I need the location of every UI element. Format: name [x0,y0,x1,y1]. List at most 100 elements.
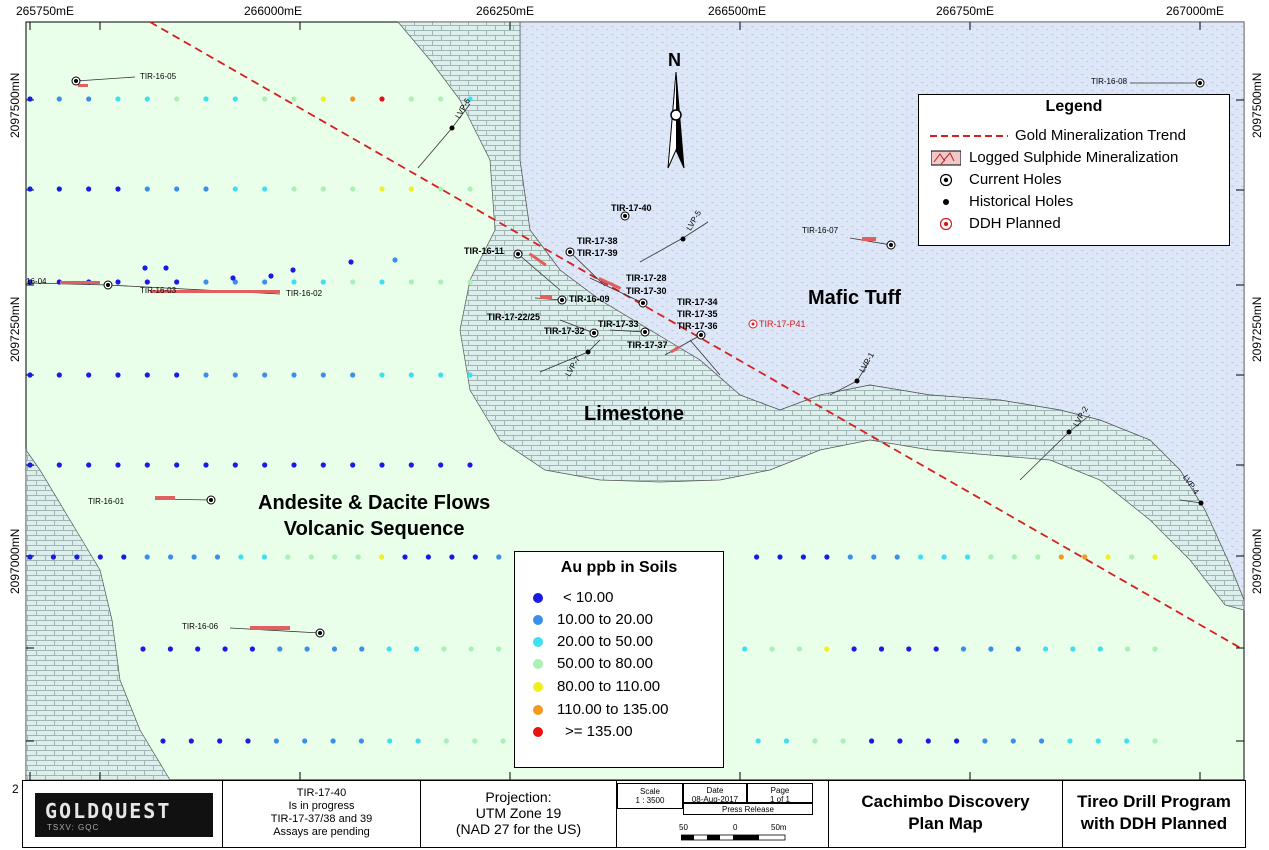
hole-label: TIR-17-33 [598,319,639,329]
date-label: Date [706,786,724,795]
au-swatch [533,614,543,625]
page-label: Page [770,786,790,795]
soil-sample-dot [27,186,33,192]
soil-sample-dot [467,96,473,102]
program-title-cell: Tireo Drill Program with DDH Planned [1077,792,1231,833]
legend-row: Current Holes [929,171,1062,188]
soil-sample-dot [86,96,92,102]
soil-sample-dot [174,186,180,192]
legend-row: Gold Mineralization Trend [929,127,1186,144]
soil-sample-dot [438,96,444,102]
soil-sample-dot [56,96,62,102]
soil-sample-dot [438,372,444,378]
scale-bar-label: 50m [771,823,787,832]
soil-sample-dot [86,186,92,192]
map-legend: Legend Gold Mineralization Trend Logged … [918,94,1230,246]
hole-label: TIR-17-39 [577,248,618,258]
soil-sample-dot [960,646,967,652]
soil-sample-dot [27,372,33,378]
au-class-row: 20.00 to 50.00 [533,633,653,650]
soil-sample-dot [320,96,326,102]
hole-label: TIR-17-34 [677,297,718,307]
northing-label: 2097250mN [8,296,22,362]
soil-sample-dot [754,554,760,560]
sulphide-marks [60,84,876,630]
soil-sample-dot [188,738,194,744]
soil-sample-dot [1105,554,1111,560]
goldquest-logo: GOLDQUEST TSXV: GQC [35,793,213,837]
soil-sample-dot [379,96,385,102]
soil-sample-dot [988,646,994,652]
au-class-label: 110.00 to 135.00 [557,701,669,718]
historical-holes [449,125,1204,506]
soil-sample-dot [925,738,931,744]
scale-bar: 50 0 50m [665,823,787,843]
au-class-row: 50.00 to 80.00 [533,655,653,672]
soil-sample-dot [812,738,818,744]
soil-sample-dot [379,372,385,378]
scale-label: Scale [639,787,660,796]
northing-label: 2097250mN [1250,296,1264,362]
soil-sample-dot [1039,738,1045,744]
soil-sample-dot [851,646,857,652]
northing-label: 2097500mN [1250,72,1264,138]
soil-sample-dot [408,372,414,378]
au-class-row: 10.00 to 20.00 [533,611,653,628]
soil-sample-dot [56,462,62,468]
soil-sample-dot [1070,646,1076,652]
soil-sample-dot [261,554,267,560]
soil-sample-dot [115,279,121,285]
projection-cell: Projection: UTM Zone 19 (NAD 27 for the … [421,781,617,847]
soil-sample-dot [302,738,308,744]
soil-sample-dot [232,372,238,378]
au-swatch [533,681,543,692]
soil-sample-dot [304,646,310,652]
soil-sample-dot [1082,554,1088,560]
au-class-label: 80.00 to 110.00 [557,678,661,695]
soil-sample-dot [195,646,201,652]
soil-sample-dot [350,96,356,102]
soil-sample-dot [415,738,421,744]
soil-sample-dot [350,372,356,378]
soil-sample-dot [982,738,988,744]
hole-label: TIR-17-38 [577,236,618,246]
soil-sample-dot [964,554,971,560]
logo-subtext: TSXV: GQC [47,823,100,832]
au-class-label: 20.00 to 50.00 [557,633,653,650]
soil-sample-dot [783,738,790,744]
soil-sample-dot [441,646,447,652]
easting-label: 267000mE [1166,4,1225,18]
mafic-tuff-label: Mafic Tuff [808,287,901,309]
soil-sample-dot [285,554,291,560]
soil-sample-dot [379,279,385,285]
hole-label: TIR-16-09 [569,294,610,304]
soil-sample-dot [232,279,238,285]
soil-sample-dot [86,462,92,468]
soil-sample-dot [144,279,150,285]
page-value: 1 of 1 [769,795,790,804]
soil-sample-dot [144,554,150,560]
au-class-label: 10.00 to 20.00 [557,611,653,628]
soil-sample-dot [217,738,223,744]
soil-sample-dot [755,738,761,744]
easting-label: 265750mE [16,4,75,18]
hole-label: TIR-17-35 [677,309,718,319]
soil-sample-dot [1067,738,1073,744]
soil-sample-dot [262,96,268,102]
soil-sample-dot [230,275,236,281]
soil-sample-dot [386,646,392,652]
soil-sample-dot [174,96,180,102]
soil-sample-dot [320,186,326,192]
corner-stub: 2 [12,782,19,796]
soil-sample-dot [262,372,268,378]
soil-sample-dot [262,186,268,192]
easting-label: 266000mE [244,4,303,18]
soil-sample-dot [291,279,297,285]
soil-sample-dot [308,554,314,560]
soil-sample-dot [203,372,209,378]
soil-sample-dot [1129,554,1135,560]
title-block: GOLDQUEST TSXV: GQC TIR-17-40 Is in prog… [22,780,1246,848]
soil-sample-dot [115,186,121,192]
